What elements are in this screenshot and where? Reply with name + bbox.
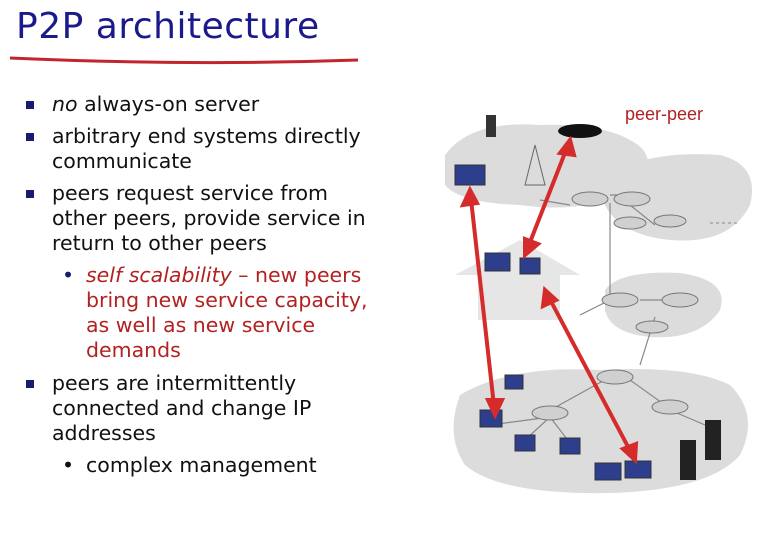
bullet-emphasis: no xyxy=(52,92,78,116)
laptop-icon xyxy=(594,462,622,481)
laptop-icon xyxy=(484,252,511,272)
router-icon xyxy=(531,405,569,421)
title-underline xyxy=(9,56,359,65)
bullet-item: peers are intermittently connected and c… xyxy=(22,371,382,446)
router-icon xyxy=(653,214,687,228)
sub-bullet-emphasis: self scalability xyxy=(86,263,232,287)
sub-bullet-item: • complex management xyxy=(62,453,317,477)
mobile-network-cloud xyxy=(445,124,648,208)
router-icon xyxy=(601,292,639,308)
isp-cloud-mid xyxy=(605,272,722,338)
router-icon xyxy=(651,399,689,415)
router-icon xyxy=(613,191,651,207)
desktop-icon xyxy=(504,374,524,390)
sub-bullet-text: complex management xyxy=(86,453,317,477)
phone-icon xyxy=(486,115,496,137)
car-icon xyxy=(558,124,602,138)
p2p-network-diagram: peer-peer xyxy=(445,104,752,494)
router-icon xyxy=(571,191,609,207)
bullet-list: no always-on server arbitrary end system… xyxy=(22,92,382,486)
server-icon xyxy=(705,420,721,460)
desktop-icon xyxy=(479,409,503,428)
desktop-icon xyxy=(519,257,541,275)
slide-title: P2P architecture xyxy=(16,6,320,47)
router-icon xyxy=(661,292,699,308)
sub-bullet-text: – new peers bring new service capacity, … xyxy=(86,263,368,362)
desktop-icon xyxy=(514,434,536,452)
bullet-item: arbitrary end systems directly communica… xyxy=(22,124,382,174)
laptop-icon xyxy=(624,460,652,479)
cell-tower-icon xyxy=(524,144,546,186)
peer-devices xyxy=(454,115,721,481)
bullet-text: peers request service from other peers, … xyxy=(52,181,366,255)
bullet-text: always-on server xyxy=(77,92,260,116)
bullet-item: peers request service from other peers, … xyxy=(22,181,382,256)
sub-bullet-item: • self scalability – new peers bring new… xyxy=(62,263,368,362)
laptop-icon xyxy=(454,164,486,186)
server-icon xyxy=(680,440,696,480)
desktop-icon xyxy=(559,437,581,455)
router-icon xyxy=(596,369,634,385)
router-icon xyxy=(635,320,669,334)
diagram-label: peer-peer xyxy=(625,104,703,124)
bullet-text: peers are intermittently connected and c… xyxy=(52,371,312,445)
router-icon xyxy=(613,216,647,230)
home-network xyxy=(455,240,580,320)
bullet-item: no always-on server xyxy=(22,92,382,117)
bullet-text: arbitrary end systems directly communica… xyxy=(52,124,361,173)
